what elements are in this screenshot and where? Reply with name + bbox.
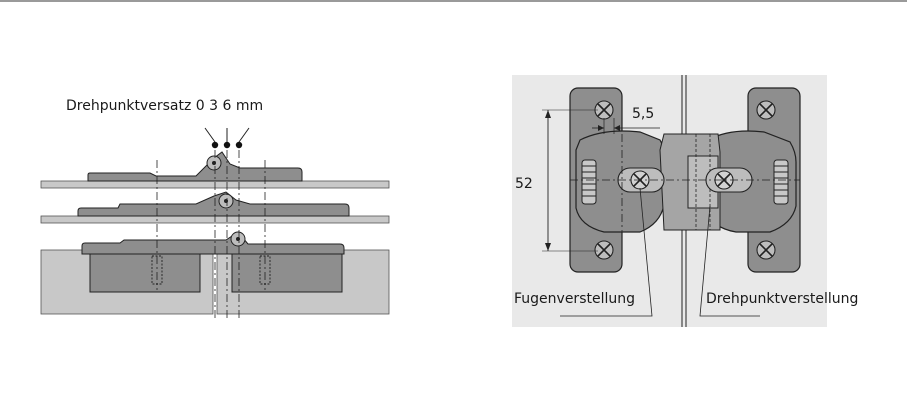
spring-left [581,159,597,205]
dimension-52 [542,109,598,252]
leader-lines [560,187,760,317]
hinge-arm-top [87,151,303,182]
hinge-arm-bottom [81,231,345,255]
dimension-5-5 [592,118,660,134]
right-centerlines [570,118,800,240]
mounting-screws [594,100,776,260]
spring-right [773,159,789,205]
dimension-52-label: 52 [515,176,533,192]
hinge-arm-middle [77,191,350,217]
offset-markers [204,127,250,149]
cup-right [231,253,343,293]
label-drehpunktverstellung: Drehpunktverstellung [706,291,859,307]
right-hinge-figure [512,75,827,327]
dimension-5-5-label: 5,5 [632,106,655,122]
left-hinge-figure [40,127,390,318]
label-fugenverstellung: Fugenverstellung [514,291,635,307]
cup-left [89,253,201,293]
left-title: Drehpunktversatz 0 3 6 mm [66,98,264,114]
top-rule [0,0,907,2]
centerlines [156,150,266,318]
adjust-screw-right-cross-icon [717,173,731,187]
